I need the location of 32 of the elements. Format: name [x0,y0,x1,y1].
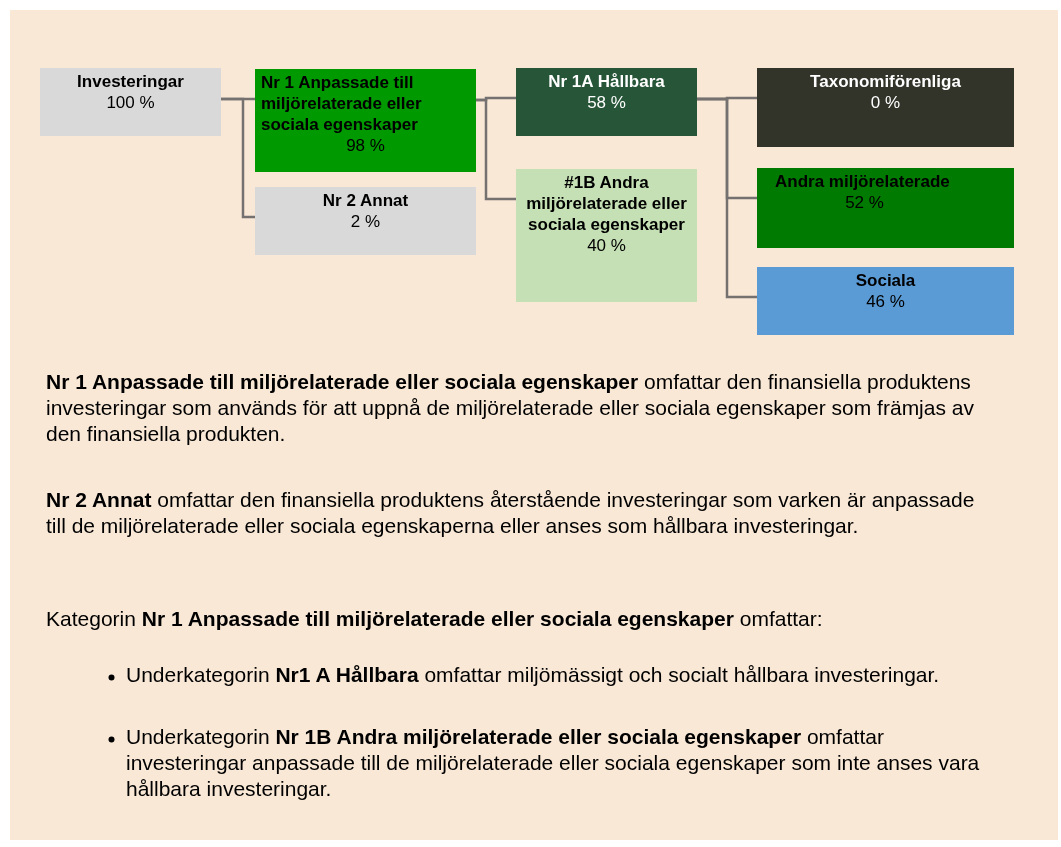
category-box [516,169,697,302]
percentage-value: 98 % [345,135,386,156]
description-text: Underkategorin Nr1 A Hållbara omfattar miljömässigt och socialt hållbara investeringar. [126,662,941,688]
category-name: Andra miljörelaterade [775,171,951,192]
connector-line [221,97,255,219]
percentage-value: 0 % [869,92,902,113]
percentage-value: 40 % [586,235,627,256]
category-name: Sociala [854,270,917,291]
category-name: Taxonomiförenliga [809,71,962,92]
category-name: Nr 1A Hållbara [547,71,666,92]
category-box [255,187,476,255]
category-box [516,68,697,136]
connector-line [476,98,516,201]
percentage-value: 2 % [349,211,382,232]
category-name: Nr 1 Anpassade till miljörelaterade eller sociala egenskaper [261,72,423,135]
category-box [757,68,1014,147]
description-text: Underkategorin Nr 1B Andra miljörelaterade eller sociala egenskaper omfattar investeringar anpassade till de miljörelaterade eller sociala egenskaper som inte anses vara hållbara investeringar. [126,724,981,802]
percentage-value: 58 % [586,92,627,113]
percentage-value: 52 % [844,192,885,213]
percentage-value: 100 % [105,92,156,113]
description-text: Nr 1 Anpassade till miljörelaterade eller sociala egenskaper omfattar den finansiella produktens investeringar som används för att uppnå de miljörelaterade eller sociala egenskaper som främjas av den finansiella produkten. [46,369,975,447]
description-text: Nr 2 Annat omfattar den finansiella produktens återstående investeringar som varken är anpassade till de miljörelaterade eller sociala egenskaperna eller anses som hållbara investeringar. [46,487,976,539]
category-box [757,168,1014,248]
category-box [757,267,1014,335]
category-name: Nr 2 Annat [321,190,410,211]
category-box [255,69,476,172]
percentage-value: 46 % [865,291,906,312]
category-name: Investeringar [76,71,185,92]
connector-line [697,97,757,299]
category-name: #1B Andra miljörelaterade eller sociala egenskaper [526,172,687,235]
description-text: Kategorin Nr 1 Anpassade till miljörelaterade eller sociala egenskaper omfattar: [46,606,824,632]
category-box [40,68,221,136]
